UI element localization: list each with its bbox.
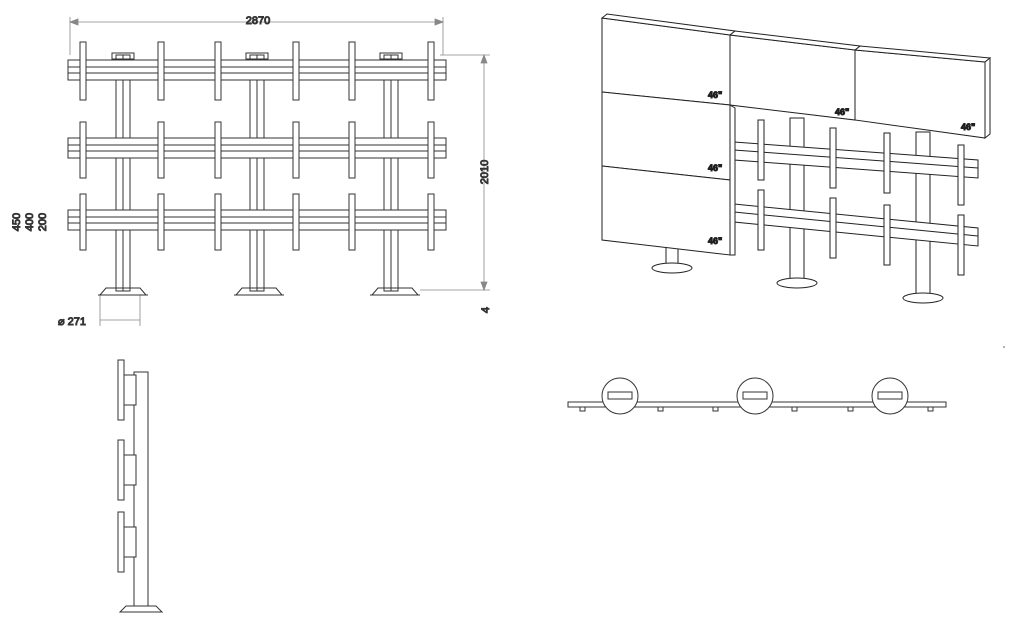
width-dimension	[68, 17, 445, 55]
floor-bases	[98, 287, 420, 296]
iso-screens	[600, 13, 992, 256]
base-diameter-label: ⌀ 271	[58, 316, 86, 328]
top-view	[567, 377, 947, 415]
isometric-view: 46" 46" 46" 46" 46"	[600, 13, 992, 304]
screen-label-5: 46"	[708, 236, 722, 246]
vesa-label-450: 450	[11, 213, 23, 231]
height-dimension	[420, 53, 490, 292]
base-diameter-dimension	[99, 295, 141, 326]
width-label: 2870	[246, 15, 270, 27]
column-caps	[111, 52, 403, 60]
vesa-label-400: 400	[24, 213, 36, 231]
support-columns	[115, 54, 399, 292]
screen-label-3: 46"	[961, 122, 975, 132]
screen-label-2: 46"	[835, 107, 849, 117]
vesa-label-200: 200	[37, 213, 49, 231]
height-label: 2010	[479, 160, 491, 184]
stray-mark	[1003, 346, 1005, 348]
side-view	[117, 359, 164, 613]
screen-label-1: 46"	[708, 90, 722, 100]
iso-structure	[651, 117, 979, 304]
screen-label-4: 46"	[708, 163, 722, 173]
front-view: 2870 2010 4 ⌀ 271 450 400 200	[11, 15, 493, 329]
vesa-brackets	[79, 41, 435, 251]
offset-label: 4	[480, 307, 492, 313]
